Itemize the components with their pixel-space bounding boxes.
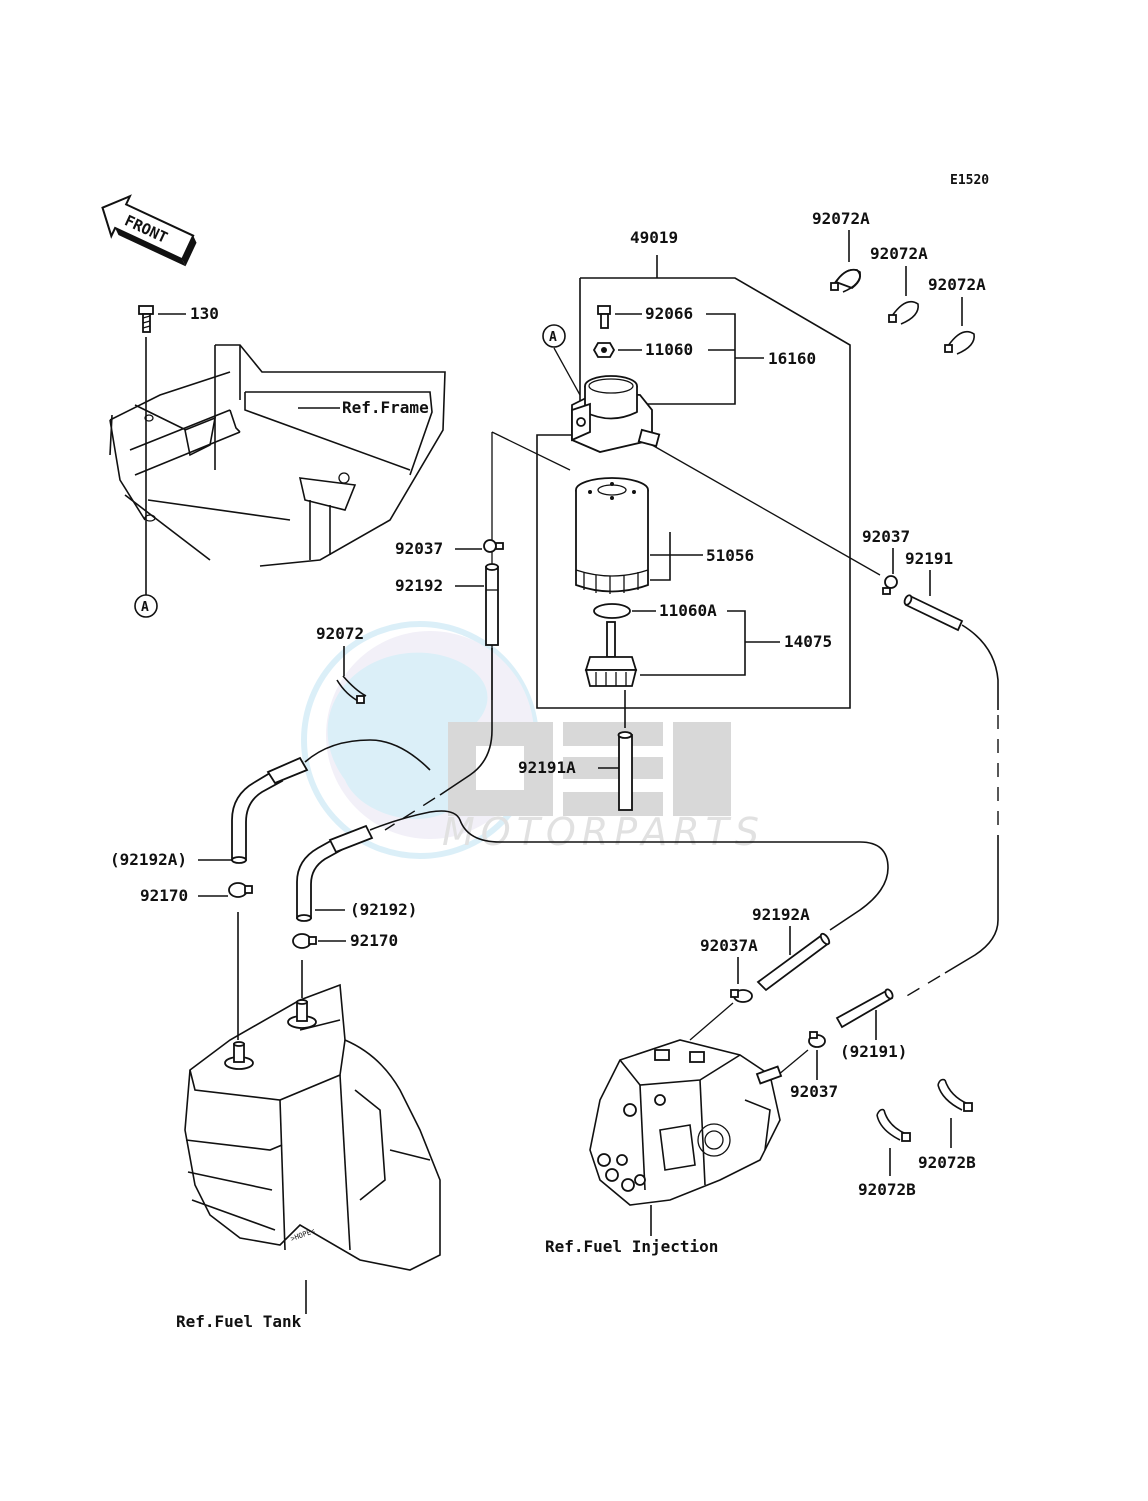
- clamp-92072a-1[interactable]: [830, 268, 861, 293]
- filter-head-16160[interactable]: [571, 375, 661, 453]
- label-92037-bottom: 92037: [790, 1082, 838, 1101]
- fuel-tank: >HOPE<: [184, 983, 441, 1271]
- svg-text:>HOPE<: >HOPE<: [290, 1227, 317, 1243]
- clamp-92072a-2[interactable]: [888, 300, 919, 325]
- callout-a-left: A: [134, 594, 158, 618]
- clip-92037-left[interactable]: [483, 539, 504, 553]
- label-92072a-1: 92072A: [812, 209, 870, 228]
- hose-92191-bottom[interactable]: [835, 988, 894, 1029]
- label-92037a: 92037A: [700, 936, 758, 955]
- callout-a-top: A: [542, 324, 566, 348]
- clamp-92170-left[interactable]: [228, 882, 253, 898]
- watermark-text: MOTORPARTS: [442, 810, 765, 854]
- front-arrow-icon: FRONT: [101, 194, 197, 267]
- label-49019: 49019: [630, 228, 678, 247]
- o-ring-11060a[interactable]: [593, 603, 631, 619]
- clamp-92072b-left[interactable]: [876, 1108, 911, 1142]
- label-92192a: 92192A: [752, 905, 810, 924]
- hose-92192a-left[interactable]: [231, 756, 309, 864]
- label-92037-right: 92037: [862, 527, 910, 546]
- label-92191: 92191: [905, 549, 953, 568]
- washer-11060[interactable]: [592, 342, 616, 358]
- hose-92192[interactable]: [485, 563, 499, 646]
- label-92037-left: 92037: [395, 539, 443, 558]
- label-11060a: 11060A: [659, 601, 717, 620]
- hose-92191a[interactable]: [617, 731, 633, 811]
- drain-plug-14075[interactable]: [584, 621, 638, 687]
- label-16160: 16160: [768, 349, 816, 368]
- hose-92192a[interactable]: [756, 932, 831, 992]
- label-130: 130: [190, 304, 219, 323]
- watermark-logo: [448, 722, 731, 816]
- clip-92037a[interactable]: [730, 989, 753, 1003]
- label-92191a: 92191A: [518, 758, 576, 777]
- label-92072a-2: 92072A: [870, 244, 928, 263]
- svg-text:A: A: [549, 330, 557, 345]
- label-92072a-3: 92072A: [928, 275, 986, 294]
- label-92072: 92072: [316, 624, 364, 643]
- clamp-92072b-right[interactable]: [937, 1078, 973, 1112]
- label-92170-left: 92170: [140, 886, 188, 905]
- clamp-92072a-3[interactable]: [944, 330, 975, 355]
- label-92192: 92192: [395, 576, 443, 595]
- label-ref-fuel-tank: Ref.Fuel Tank: [176, 1312, 302, 1331]
- filter-cartridge-51056[interactable]: [575, 477, 649, 594]
- label-ref-fuel-injection: Ref.Fuel Injection: [545, 1237, 718, 1256]
- label-92170-right: 92170: [350, 931, 398, 950]
- label-92192-paren: (92192): [350, 900, 417, 919]
- label-ref-frame: Ref.Frame: [342, 398, 429, 417]
- label-92066: 92066: [645, 304, 693, 323]
- screw-92066[interactable]: [597, 305, 611, 329]
- label-51056: 51056: [706, 546, 754, 565]
- label-11060: 11060: [645, 340, 693, 359]
- label-92191-paren: (92191): [840, 1042, 907, 1061]
- frame-reference: [109, 344, 446, 567]
- clip-92037-bottom[interactable]: [808, 1031, 826, 1048]
- label-14075: 14075: [784, 632, 832, 651]
- bolt-130[interactable]: [138, 305, 154, 333]
- clamp-92170-right[interactable]: [292, 933, 317, 949]
- clip-92037-right[interactable]: [882, 575, 898, 595]
- hose-92192-left[interactable]: [296, 824, 374, 922]
- label-92072b-right: 92072B: [918, 1153, 976, 1172]
- svg-text:A: A: [141, 600, 149, 615]
- fuel-injection-pump: [589, 1039, 783, 1206]
- label-92072b-left: 92072B: [858, 1180, 916, 1199]
- diagram-code: E1520: [950, 173, 989, 188]
- clamp-92072[interactable]: [336, 675, 367, 704]
- hose-92191[interactable]: [903, 594, 964, 632]
- label-92192a-paren: (92192A): [110, 850, 187, 869]
